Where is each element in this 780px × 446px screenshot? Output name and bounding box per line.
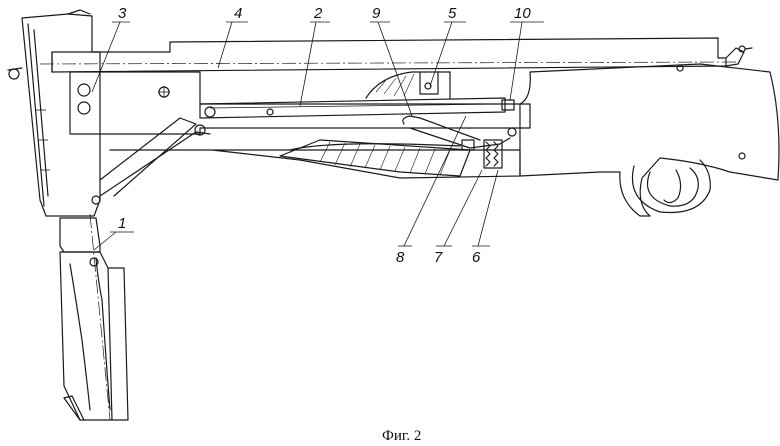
callout-8: 8	[396, 249, 405, 266]
barrel-assembly	[39, 37, 753, 73]
callout-labels: 3 4 2 9 5 10 1 8 7 6	[118, 5, 531, 266]
rail-part-2	[199, 97, 506, 119]
callout-10: 10	[514, 5, 531, 22]
housing-part-5	[365, 71, 451, 99]
folding-butt-plate	[7, 9, 101, 217]
lower-body	[109, 139, 521, 179]
callout-9: 9	[372, 5, 381, 22]
callout-3: 3	[118, 5, 127, 22]
callout-2: 2	[313, 5, 323, 22]
figure-caption: Фиг. 2	[382, 428, 421, 444]
trigger-mechanism	[402, 99, 517, 169]
callout-5: 5	[448, 5, 457, 22]
callout-6: 6	[472, 249, 481, 266]
stock-link-arm	[99, 117, 211, 197]
receiver-block	[69, 71, 531, 136]
leader-lines	[91, 21, 544, 251]
rear-stock	[519, 63, 780, 217]
callout-4: 4	[234, 5, 242, 22]
callout-1: 1	[118, 215, 126, 232]
folding-grip-part-1	[59, 213, 129, 421]
callout-7: 7	[434, 249, 443, 266]
